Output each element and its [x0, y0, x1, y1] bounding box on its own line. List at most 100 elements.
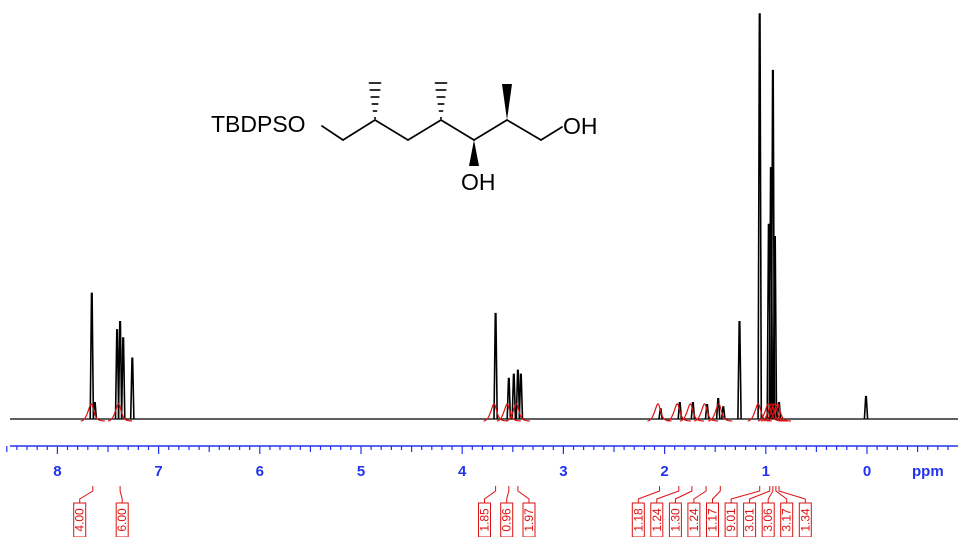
spectrum-peak-10 [515, 369, 521, 420]
axis-tick-label: 4 [458, 463, 467, 480]
integral-value-label: 6.00 [115, 508, 129, 532]
integral-value-label: 1.85 [478, 508, 492, 532]
integral-value-label: 1.17 [706, 508, 720, 532]
integral-value-label: 0.96 [500, 508, 514, 532]
integral-value-label: 3.01 [743, 508, 757, 532]
integral-bracket [517, 486, 530, 503]
integral-curve-6 [647, 403, 672, 422]
bond-c6-c7 [506, 119, 542, 141]
integral-group-aromatic: 4.00 6.00 [73, 486, 129, 537]
integral-bracket [656, 486, 680, 503]
integral-bracket [778, 486, 806, 503]
integral-value-label: 3.06 [761, 508, 775, 532]
spectrum-peak-1 [89, 292, 95, 420]
bold-wedge-hydroxyl [469, 140, 479, 166]
structure-oh-bottom-label: OH [461, 169, 496, 195]
integral-label-box [522, 502, 536, 537]
integral-value-label: 4.00 [73, 508, 87, 532]
integral-bracket [674, 486, 693, 503]
integral-label-box [650, 502, 664, 537]
integral-label-box [478, 502, 491, 537]
integral-label-box [743, 502, 757, 537]
bold-wedge-methyl-3 [502, 84, 512, 120]
chemical-structure: TBDPSO [211, 82, 598, 195]
integral-bracket [484, 486, 497, 503]
integral-bracket [730, 486, 761, 503]
axis-tick-label: 8 [53, 463, 61, 480]
axis-tick-label: 7 [154, 463, 162, 480]
spectrum-peak-11 [518, 373, 524, 420]
integral-bracket [119, 486, 123, 503]
integral-bracket [637, 486, 660, 503]
integral-group-oxymethine: 1.85 0.96 1.97 [478, 486, 536, 537]
axis-minor-ticks [6, 446, 949, 454]
integral-label-box [687, 502, 701, 537]
structure-tbdpso-label: TBDPSO [211, 111, 306, 137]
integral-label-box [780, 502, 794, 537]
spectrum-peak-19 [757, 13, 763, 420]
spectrum-peak-14 [690, 402, 696, 420]
integral-bracket [712, 486, 721, 503]
axis-tick-labels: 8 7 6 5 4 3 2 1 0 [53, 463, 871, 480]
spectrum-peak-4 [117, 321, 123, 420]
spectrum-peak-16 [715, 398, 721, 420]
integral-curve-15 [766, 403, 792, 422]
integral-value-label: 3.17 [780, 508, 794, 532]
integral-value-label: 1.18 [631, 508, 645, 532]
hashed-wedge-methyl-1 [368, 82, 382, 119]
structure-oh-right-label: OH [563, 113, 598, 139]
spectrum-peak-18 [737, 321, 742, 420]
hashed-wedge-methyl-2 [434, 82, 448, 119]
axis-tick-label: 1 [762, 463, 770, 480]
spectrum-peak-3 [114, 329, 120, 420]
bond-c7-o [540, 126, 563, 141]
spectrum-peak-25 [863, 395, 869, 420]
integral-label-box [73, 502, 87, 537]
nmr-spectrum [10, 13, 958, 420]
bond-c1-c2 [342, 119, 376, 141]
spectrum-peak-6 [129, 357, 135, 420]
bond-o-c1 [321, 125, 344, 141]
integral-curve-5 [505, 403, 530, 422]
integral-label-box [500, 502, 514, 537]
axis-tick-label: 3 [559, 463, 567, 480]
axis-tick-label: 5 [357, 463, 365, 480]
spectrum-peak-23 [772, 236, 778, 420]
integral-curves [80, 403, 792, 422]
integral-bracket [767, 486, 774, 503]
integral-bracket [749, 486, 771, 503]
integral-curve-10 [708, 403, 733, 422]
integral-bracket [775, 486, 788, 503]
integral-bracket [79, 486, 94, 503]
integral-label-box [761, 502, 775, 537]
integral-bracket [693, 486, 707, 503]
integral-value-label: 1.24 [650, 508, 664, 532]
bond-c4-c5 [440, 119, 475, 141]
spectrum-peak-8 [506, 377, 512, 420]
bond-c3-c4 [407, 119, 442, 141]
integral-label-box [115, 502, 129, 537]
integral-value-label: 1.34 [798, 508, 812, 532]
integral-bracket [506, 486, 510, 503]
integral-label-box [798, 502, 812, 537]
integral-value-label: 9.01 [724, 508, 738, 532]
integral-curve-1 [80, 403, 105, 422]
integral-label-box [631, 502, 645, 537]
axis-tick-label: 0 [863, 463, 871, 480]
integral-curve-7 [666, 403, 691, 422]
axis-tick-label: 2 [660, 463, 668, 480]
spectrum-peak-5 [120, 337, 126, 420]
integral-label-box [706, 502, 719, 537]
integral-curve-9 [693, 403, 719, 422]
bond-c2-c3 [374, 119, 409, 141]
bond-c5-c6 [473, 119, 508, 141]
spectrum-peak-13 [677, 402, 683, 420]
axis-tick-label: 6 [256, 463, 264, 480]
integral-label-box [668, 502, 682, 537]
integral-curve-4 [496, 403, 521, 422]
integral-value-label: 1.97 [522, 508, 536, 532]
